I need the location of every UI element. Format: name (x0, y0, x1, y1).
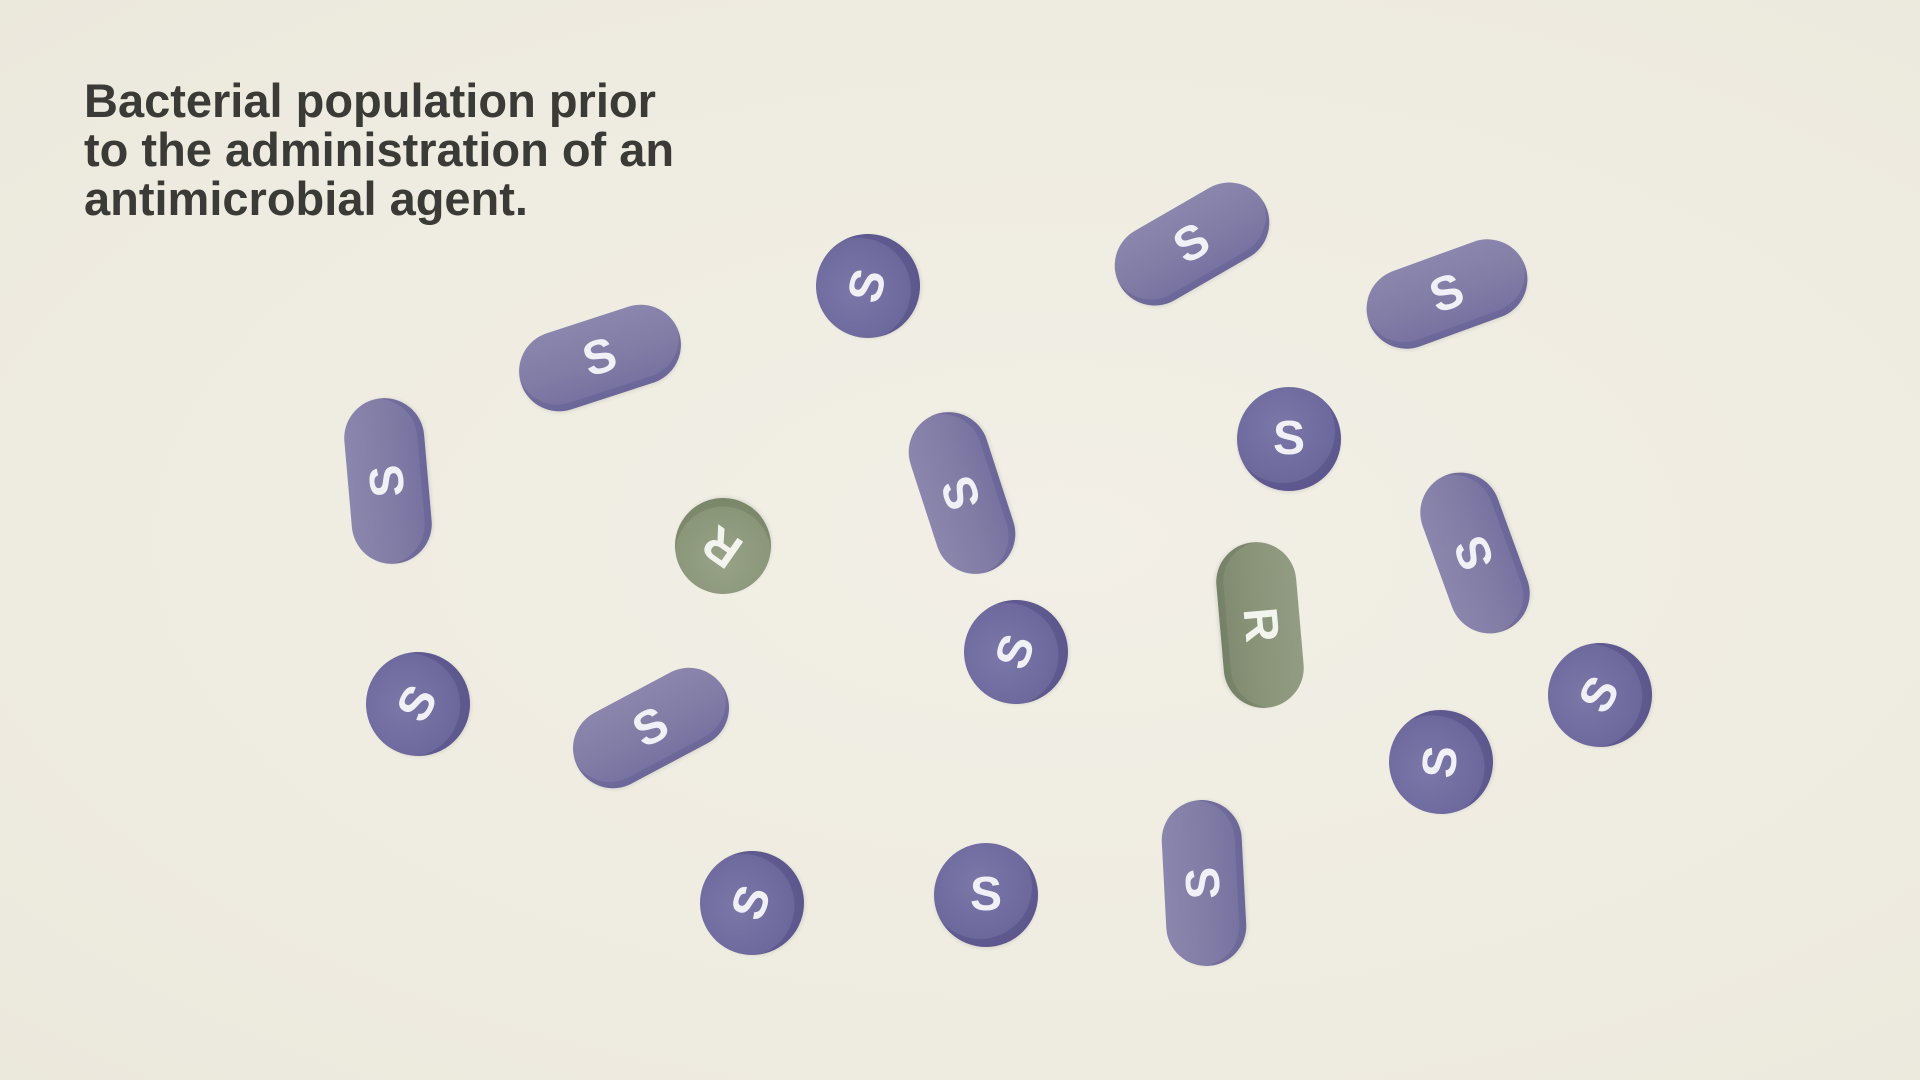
bacterium-label: S (1272, 412, 1305, 465)
bacterium-label: S (1568, 667, 1631, 722)
bacterium-s-13: S (1384, 705, 1498, 819)
bacterium-s-9: S (949, 585, 1083, 719)
bacterium-s-6: S (1237, 387, 1341, 491)
caption-line-3: antimicrobial agent. (84, 172, 528, 225)
bacterium-s-11: S (558, 653, 744, 803)
bacterium-label: R (693, 514, 753, 579)
bacterium-label: R (1232, 605, 1289, 645)
bacterium-s-2: S (1100, 167, 1284, 321)
caption: Bacterial population prior to the admini… (84, 76, 764, 223)
bacterium-label: S (837, 263, 898, 309)
bacterium-s-8: S (1409, 461, 1541, 645)
bacterium-label: S (1422, 263, 1471, 324)
bacterium-s-4: S (508, 294, 692, 422)
bacterium-s-15: S (934, 843, 1038, 947)
bacterium-label: S (1176, 865, 1231, 901)
bacterium-label: S (386, 676, 449, 731)
bacterium-s-3: S (1355, 228, 1539, 360)
caption-line-1: Bacterial population prior (84, 74, 656, 127)
bacterium-s-7: S (898, 401, 1026, 585)
bacterium-label: S (1412, 743, 1469, 781)
bacterium-r-2: R (1212, 538, 1308, 712)
bacterium-s-16: S (1159, 798, 1249, 968)
bacterium-label: S (985, 627, 1046, 676)
caption-line-2: to the administration of an (84, 123, 675, 176)
bacterium-s-14: S (685, 836, 819, 970)
bacterium-r-1: R (656, 479, 790, 613)
bacterium-s-1: S (804, 222, 932, 350)
bacterium-label: S (1164, 212, 1219, 275)
bacterium-label: S (969, 868, 1002, 921)
bacterium-label: S (1444, 529, 1505, 578)
bacterium-label: S (624, 696, 678, 759)
bacterium-label: S (576, 327, 624, 388)
bacterium-label: S (359, 462, 416, 500)
bacterium-label: S (931, 469, 992, 517)
bacterium-s-5: S (340, 394, 436, 568)
bacterium-s-10: S (346, 632, 490, 776)
bacterium-label: S (721, 878, 782, 927)
bacterium-s-12: S (1528, 623, 1672, 767)
